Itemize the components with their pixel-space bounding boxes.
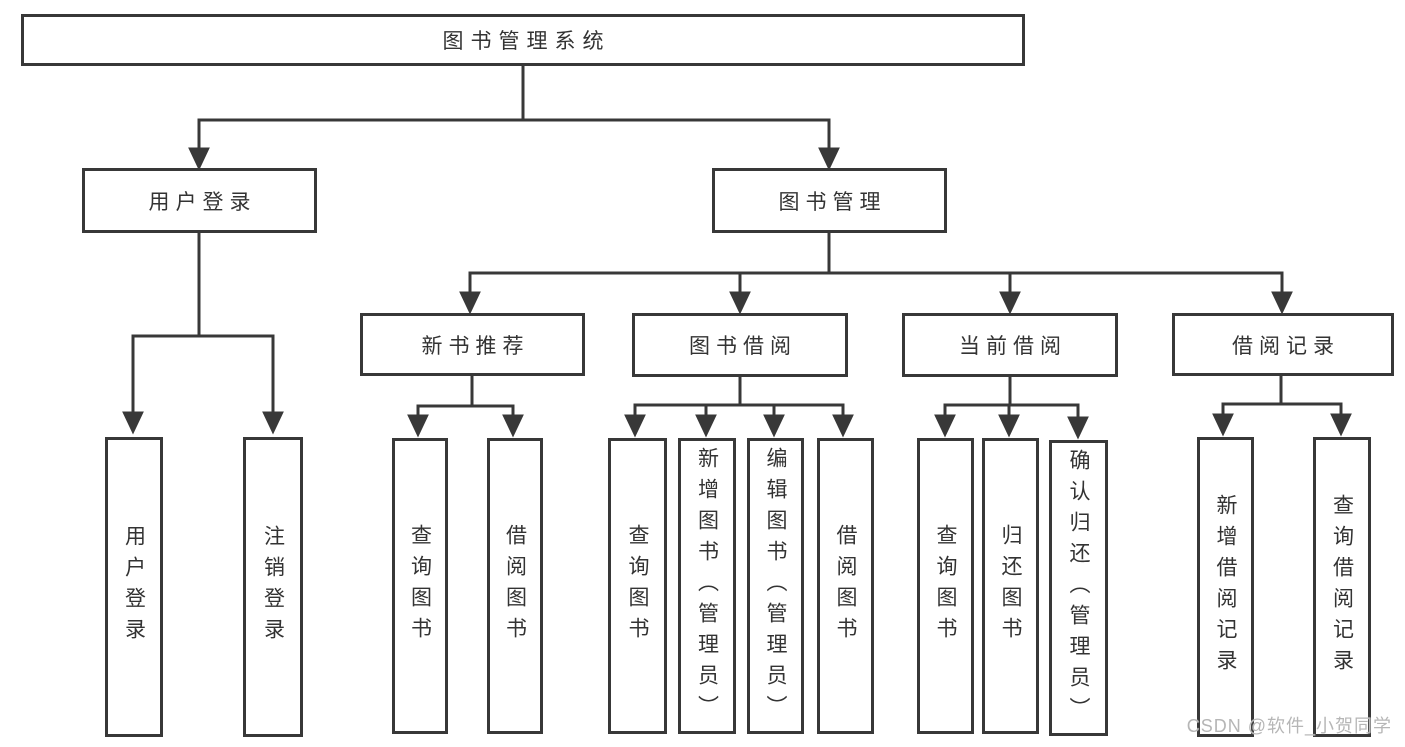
arrowhead-icon [695,414,717,438]
arrowhead-icon [1067,416,1089,440]
node-library-management-system: 图书管理系统 [21,14,1025,66]
leaf-label: 归还图书 [999,524,1022,648]
arrowhead-icon [934,414,956,438]
leaf-label: 编辑图书（管理员） [764,446,787,726]
leaf-borrow-books-2: 借阅图书 [817,438,874,734]
arrowhead-icon [624,414,646,438]
leaf-label: 查询借阅记录 [1330,494,1354,680]
leaf-query-books-3: 查询图书 [917,438,974,734]
leaf-label: 用户登录 [122,525,146,649]
arrowhead-icon [188,147,210,171]
leaf-return-books: 归还图书 [982,438,1039,734]
connector-borrow-records-to-leaves [1212,376,1352,437]
leaf-label: 查询图书 [626,524,649,648]
node-book-borrow: 图书借阅 [632,313,848,377]
arrowhead-icon [1271,291,1293,315]
leaf-label: 查询图书 [408,524,432,648]
leaf-label: 注销登录 [261,525,285,649]
leaf-add-borrow-record: 新增借阅记录 [1197,437,1254,737]
arrowhead-icon [407,414,429,438]
connector-current-borrow-to-leaves [934,377,1089,440]
connector-book-mgmt-to-level3 [459,233,1293,315]
leaf-logout: 注销登录 [243,437,303,737]
leaf-add-books-admin: 新增图书（管理员） [678,438,736,734]
arrowhead-icon [763,414,785,438]
arrowhead-icon [818,147,840,171]
leaf-label: 新增图书（管理员） [695,446,719,726]
arrowhead-icon [729,291,751,315]
node-new-book-recommend: 新书推荐 [360,313,585,376]
leaf-query-books-1: 查询图书 [392,438,448,734]
leaf-label: 新增借阅记录 [1214,494,1237,680]
arrowhead-icon [502,414,524,438]
connector-root-to-level2 [188,66,840,171]
node-user-login: 用户登录 [82,168,317,233]
leaf-user-login: 用户登录 [105,437,163,737]
arrowhead-icon [459,291,481,315]
node-book-management: 图书管理 [712,168,947,233]
leaf-label: 确认归还（管理员） [1067,448,1090,728]
node-borrow-records: 借阅记录 [1172,313,1394,376]
leaf-label: 借阅图书 [834,524,857,648]
csdn-watermark: CSDN @软件_小贺同学 [1186,716,1392,736]
leaf-label: 借阅图书 [503,524,527,648]
leaf-query-books-2: 查询图书 [608,438,667,734]
arrowhead-icon [832,414,854,438]
arrowhead-icon [1212,413,1234,437]
leaf-confirm-return-admin: 确认归还（管理员） [1049,440,1108,736]
connector-book-borrow-to-leaves [624,377,854,438]
arrowhead-icon [262,411,284,435]
leaf-borrow-books-1: 借阅图书 [487,438,543,734]
node-current-borrow: 当前借阅 [902,313,1118,377]
arrowhead-icon [1330,413,1352,437]
arrowhead-icon [122,411,144,435]
arrowhead-icon [998,414,1020,438]
leaf-label: 查询图书 [934,524,957,648]
connector-user-login-to-leaves [122,233,284,435]
leaf-query-borrow-record: 查询借阅记录 [1313,437,1371,737]
arrowhead-icon [999,291,1021,315]
connector-new-book-to-leaves [407,376,524,438]
leaf-edit-books-admin: 编辑图书（管理员） [747,438,804,734]
